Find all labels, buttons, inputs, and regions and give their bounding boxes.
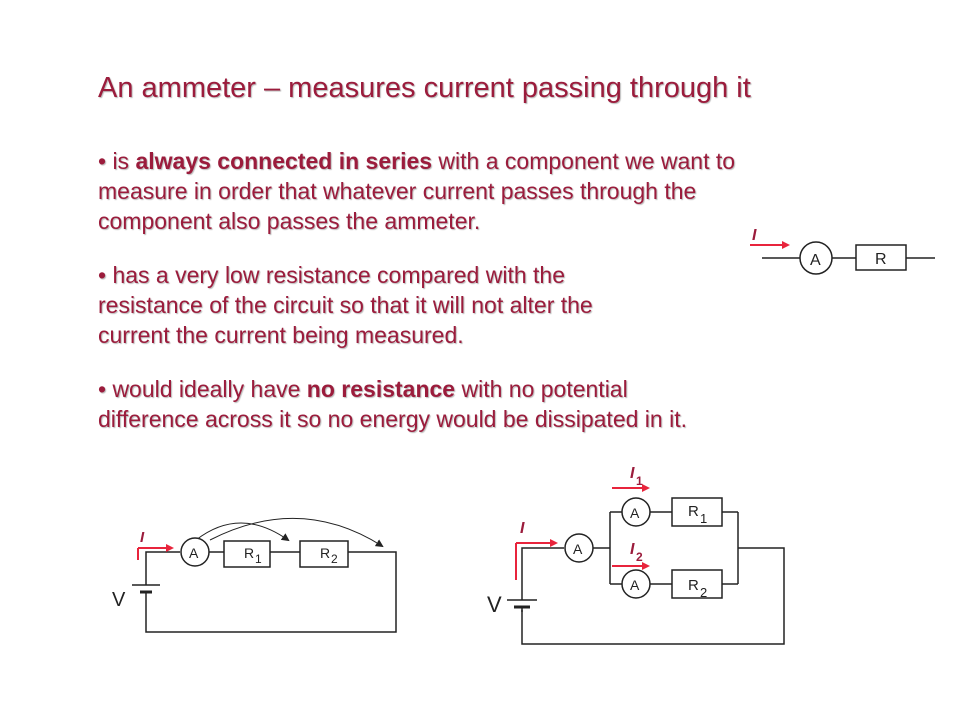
resistor-r2-subscript: 2 bbox=[700, 585, 707, 600]
resistor-label: R bbox=[875, 251, 887, 268]
bullet-no-resistance: • would ideally have no resistance with … bbox=[98, 374, 858, 434]
curved-arrow bbox=[195, 522, 290, 542]
current-label: I bbox=[520, 520, 525, 537]
resistor-r2-symbol bbox=[299, 540, 349, 568]
ammeter-branch2-label: A bbox=[630, 577, 640, 593]
wire bbox=[145, 551, 180, 570]
resistor-r2-label: R bbox=[688, 577, 699, 594]
resistor-r1-symbol bbox=[223, 540, 271, 568]
bullet1-line2: measure in order that whatever current p… bbox=[98, 178, 697, 204]
parallel-circuit-diagram bbox=[507, 484, 785, 645]
bullet2-line3: current the current being measured. bbox=[98, 322, 464, 348]
wire bbox=[145, 551, 397, 633]
slide-title: An ammeter – measures current passing th… bbox=[98, 72, 751, 104]
wire bbox=[521, 547, 564, 590]
bullet3-text-pre: • would ideally have bbox=[98, 376, 307, 402]
resistor-r1-symbol bbox=[671, 497, 723, 527]
resistor-r1-subscript: 1 bbox=[255, 552, 262, 566]
bullet1-emphasis: always connected in series bbox=[135, 148, 433, 174]
current-label: I bbox=[752, 227, 757, 244]
curved-arrow bbox=[209, 518, 384, 548]
resistor-r1-subscript: 1 bbox=[700, 511, 707, 526]
bullet-series-connection: • is always connected in series with a c… bbox=[98, 146, 858, 236]
bullet-low-resistance: • has a very low resistance compared wit… bbox=[98, 260, 698, 350]
voltage-label: V bbox=[487, 592, 502, 617]
simple-ammeter-diagram bbox=[750, 241, 935, 275]
bullet1-text-pre: • is bbox=[98, 148, 136, 174]
resistor-r1-label: R bbox=[688, 503, 699, 520]
current2-subscript: 2 bbox=[636, 550, 643, 564]
current-label: I bbox=[140, 529, 145, 546]
ammeter-main-label: A bbox=[573, 541, 583, 557]
bullet1-line3: component also passes the ammeter. bbox=[98, 208, 481, 234]
ammeter-branch1-label: A bbox=[630, 505, 640, 521]
bullet3-text-post: with no potential bbox=[455, 376, 628, 402]
resistor-r2-subscript: 2 bbox=[331, 552, 338, 566]
resistor-r1-label: R bbox=[244, 545, 254, 561]
bullet2-line2: resistance of the circuit so that it wil… bbox=[98, 292, 593, 318]
bullet3-line2: difference across it so no energy would … bbox=[98, 406, 687, 432]
current1-label: I bbox=[630, 465, 635, 482]
voltage-label: V bbox=[112, 589, 126, 611]
ammeter-label: A bbox=[189, 545, 199, 561]
wire bbox=[521, 547, 785, 645]
bullet3-emphasis: no resistance bbox=[306, 376, 456, 402]
bullet1-text-post: with a component we want to bbox=[432, 148, 736, 174]
current2-label: I bbox=[630, 541, 635, 558]
ammeter-label: A bbox=[810, 252, 821, 269]
series-circuit-diagram bbox=[132, 518, 397, 633]
bullet2-line1: • has a very low resistance compared wit… bbox=[98, 262, 565, 288]
current1-subscript: 1 bbox=[636, 474, 643, 488]
resistor-r2-label: R bbox=[320, 545, 330, 561]
